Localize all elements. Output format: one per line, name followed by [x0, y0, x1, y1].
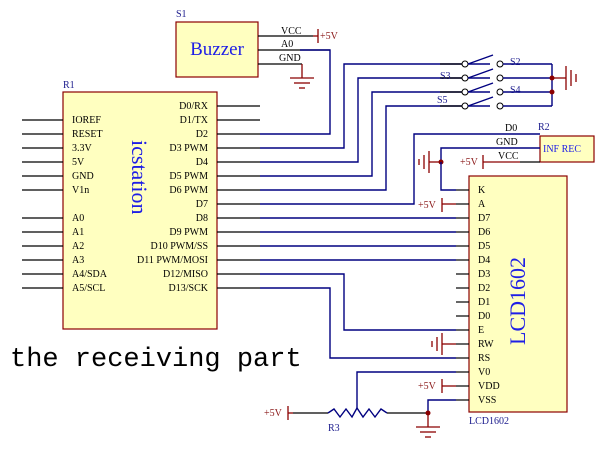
lcd-pin: D0 [478, 311, 490, 322]
buzzer-component: S1 Buzzer VCC A0 GND [175, 9, 330, 78]
ir-pin-d0: D0 [505, 123, 517, 134]
arduino-right-pin: D3 PWM [169, 143, 208, 154]
arduino-left-pin: 3.3V [72, 143, 93, 154]
arduino-left-pin: A5/SCL [72, 283, 105, 294]
buzzer-pin-gnd: GND [279, 53, 301, 64]
arduino-right-pin: D1/TX [180, 115, 209, 126]
arduino-right-pin: D12/MISO [163, 269, 208, 280]
lcd-pin: VDD [478, 381, 500, 392]
power-symbol: +5V [313, 29, 339, 43]
switch-label-s3: S3 [440, 71, 451, 82]
switch-label-s2: S2 [510, 57, 521, 68]
switch-array: S2 S3 S4 S5 [437, 54, 577, 110]
power-symbol: +5V [460, 155, 520, 169]
arduino-left-pin: A0 [72, 213, 84, 224]
arduino-right-pin: D10 PWM/SS [150, 241, 208, 252]
ir-pin-vcc: VCC [498, 151, 519, 162]
buzzer-label: Buzzer [190, 39, 244, 60]
ir-receiver-ref: R2 [538, 122, 550, 133]
arduino-right-pin: D4 [196, 157, 208, 168]
lcd-pin: D4 [478, 255, 490, 266]
arduino-right-pin: D6 PWM [169, 185, 208, 196]
switch-label-s4: S4 [510, 85, 521, 96]
buzzer-pin-vcc: VCC [281, 26, 302, 37]
switch [440, 96, 552, 110]
ground-symbol [290, 64, 314, 89]
lcd-pin: RW [478, 339, 494, 350]
lcd-body [468, 175, 568, 413]
lcd-label: LCD1602 [505, 257, 530, 345]
arduino-left-pin: A4/SDA [72, 269, 108, 280]
lcd-pin: K [478, 185, 486, 196]
svg-text:+5V: +5V [320, 31, 339, 42]
svg-text:+5V: +5V [418, 381, 437, 392]
ir-receiver-label: INF REC [543, 144, 581, 155]
buzzer-body [175, 21, 259, 78]
lcd-pin: V0 [478, 367, 490, 378]
switch [440, 68, 552, 82]
arduino-right-pin: D2 [196, 129, 208, 140]
arduino-left-pin: A3 [72, 255, 84, 266]
arduino-right-pin: D7 [196, 199, 208, 210]
arduino-left-pin: RESET [72, 129, 103, 140]
switch-label-s5: S5 [437, 95, 448, 106]
arduino-right-pin: D11 PWM/MOSI [137, 255, 208, 266]
lcd-pin: D2 [478, 283, 490, 294]
lcd-pin: D7 [478, 213, 490, 224]
arduino-right-pin: D9 PWM [169, 227, 208, 238]
power-symbol: +5V [418, 198, 456, 212]
svg-text:+5V: +5V [418, 200, 437, 211]
arduino-label: icstation [127, 140, 152, 215]
arduino-component: R1 icstation IOREF RESET 3.3V 5V GND V1nA0A1A… [22, 80, 260, 330]
lcd-ref: LCD1602 [469, 416, 509, 427]
arduino-ref: R1 [63, 80, 75, 91]
ir-pin-gnd: GND [496, 137, 518, 148]
ground-symbol [418, 151, 456, 191]
arduino-left-pin: V1n [72, 185, 89, 196]
arduino-left-pin: A2 [72, 241, 84, 252]
lcd-pin: D6 [478, 227, 490, 238]
buzzer-ref: S1 [176, 9, 187, 20]
arduino-right-pin: D8 [196, 213, 208, 224]
ir-receiver-body [539, 135, 595, 163]
arduino-right-pin: D0/RX [179, 101, 209, 112]
arduino-left-pin: IOREF [72, 115, 101, 126]
lcd-pin: VSS [478, 395, 496, 406]
arduino-left-pin: GND [72, 171, 94, 182]
switch [440, 82, 552, 96]
buzzer-pin-a0: A0 [281, 39, 293, 50]
svg-text:+5V: +5V [460, 157, 479, 168]
lcd-pin: D3 [478, 269, 490, 280]
lcd-pin: E [478, 325, 484, 336]
svg-text:+5V: +5V [264, 408, 283, 419]
arduino-left-pin: A1 [72, 227, 84, 238]
lcd-pin: D1 [478, 297, 490, 308]
arduino-right-pin: D5 PWM [169, 171, 208, 182]
arduino-left-pin: 5V [72, 157, 85, 168]
lcd-pin: A [478, 199, 486, 210]
lcd-pin: D5 [478, 241, 490, 252]
ground-symbol [431, 333, 456, 355]
ir-receiver-component: R2 INF REC D0 GND VCC [440, 122, 595, 163]
potentiometer-component: +5V R3 [264, 406, 428, 434]
lcd-pin: RS [478, 353, 490, 364]
potentiometer-ref: R3 [328, 423, 340, 434]
power-symbol: +5V [418, 379, 456, 393]
caption: the receiving part [10, 345, 302, 375]
ground-symbol [416, 410, 440, 438]
arduino-body [62, 91, 218, 330]
switch [440, 54, 552, 68]
arduino-right-pin: D13/SCK [169, 283, 209, 294]
